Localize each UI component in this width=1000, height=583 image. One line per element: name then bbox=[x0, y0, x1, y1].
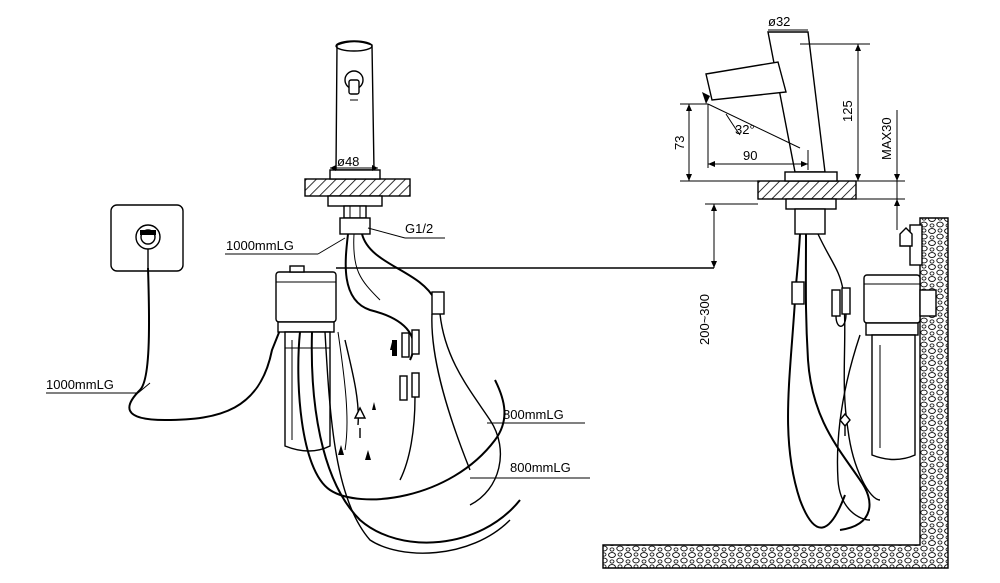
faucet-body-front bbox=[327, 40, 383, 235]
wall-socket bbox=[110, 204, 184, 272]
mount-range-label: 200~300 bbox=[697, 294, 712, 345]
max-thickness-label: MAX30 bbox=[879, 117, 894, 160]
faucet-body-side bbox=[702, 31, 838, 235]
spout-reach-label: 90 bbox=[743, 148, 757, 163]
wall-socket-side bbox=[899, 224, 923, 266]
control-box bbox=[275, 265, 337, 333]
dim-faucet-diameter: ø48 bbox=[330, 154, 378, 171]
faucet-diameter-label: ø48 bbox=[337, 154, 359, 169]
hose-1-label: 800mmLG bbox=[503, 407, 564, 422]
battery-pack-side bbox=[871, 334, 916, 461]
battery-pack bbox=[284, 331, 331, 452]
connector-2 bbox=[399, 291, 445, 401]
connector-1 bbox=[392, 329, 420, 358]
thread-label: G1/2 bbox=[405, 221, 433, 236]
side-diameter-label: ø32 bbox=[768, 14, 790, 29]
countertop-front bbox=[304, 178, 411, 197]
faucet-cable-label: 1000mmLG bbox=[226, 238, 294, 253]
connector-side bbox=[831, 287, 851, 327]
height-label: 125 bbox=[840, 100, 855, 122]
front-view: ø48 G1/2 1000mmLG bbox=[46, 40, 714, 554]
power-cable bbox=[128, 267, 281, 422]
side-view: ø32 125 MAX30 73 90 32° bbox=[602, 14, 949, 569]
stone-wall bbox=[602, 217, 949, 569]
spout-height-label: 73 bbox=[672, 136, 687, 150]
angle-label: 32° bbox=[735, 122, 755, 137]
hose-2-label: 800mmLG bbox=[510, 460, 571, 475]
power-cable-label: 1000mmLG bbox=[46, 377, 114, 392]
countertop-side bbox=[757, 180, 857, 200]
control-box-side bbox=[863, 274, 937, 336]
